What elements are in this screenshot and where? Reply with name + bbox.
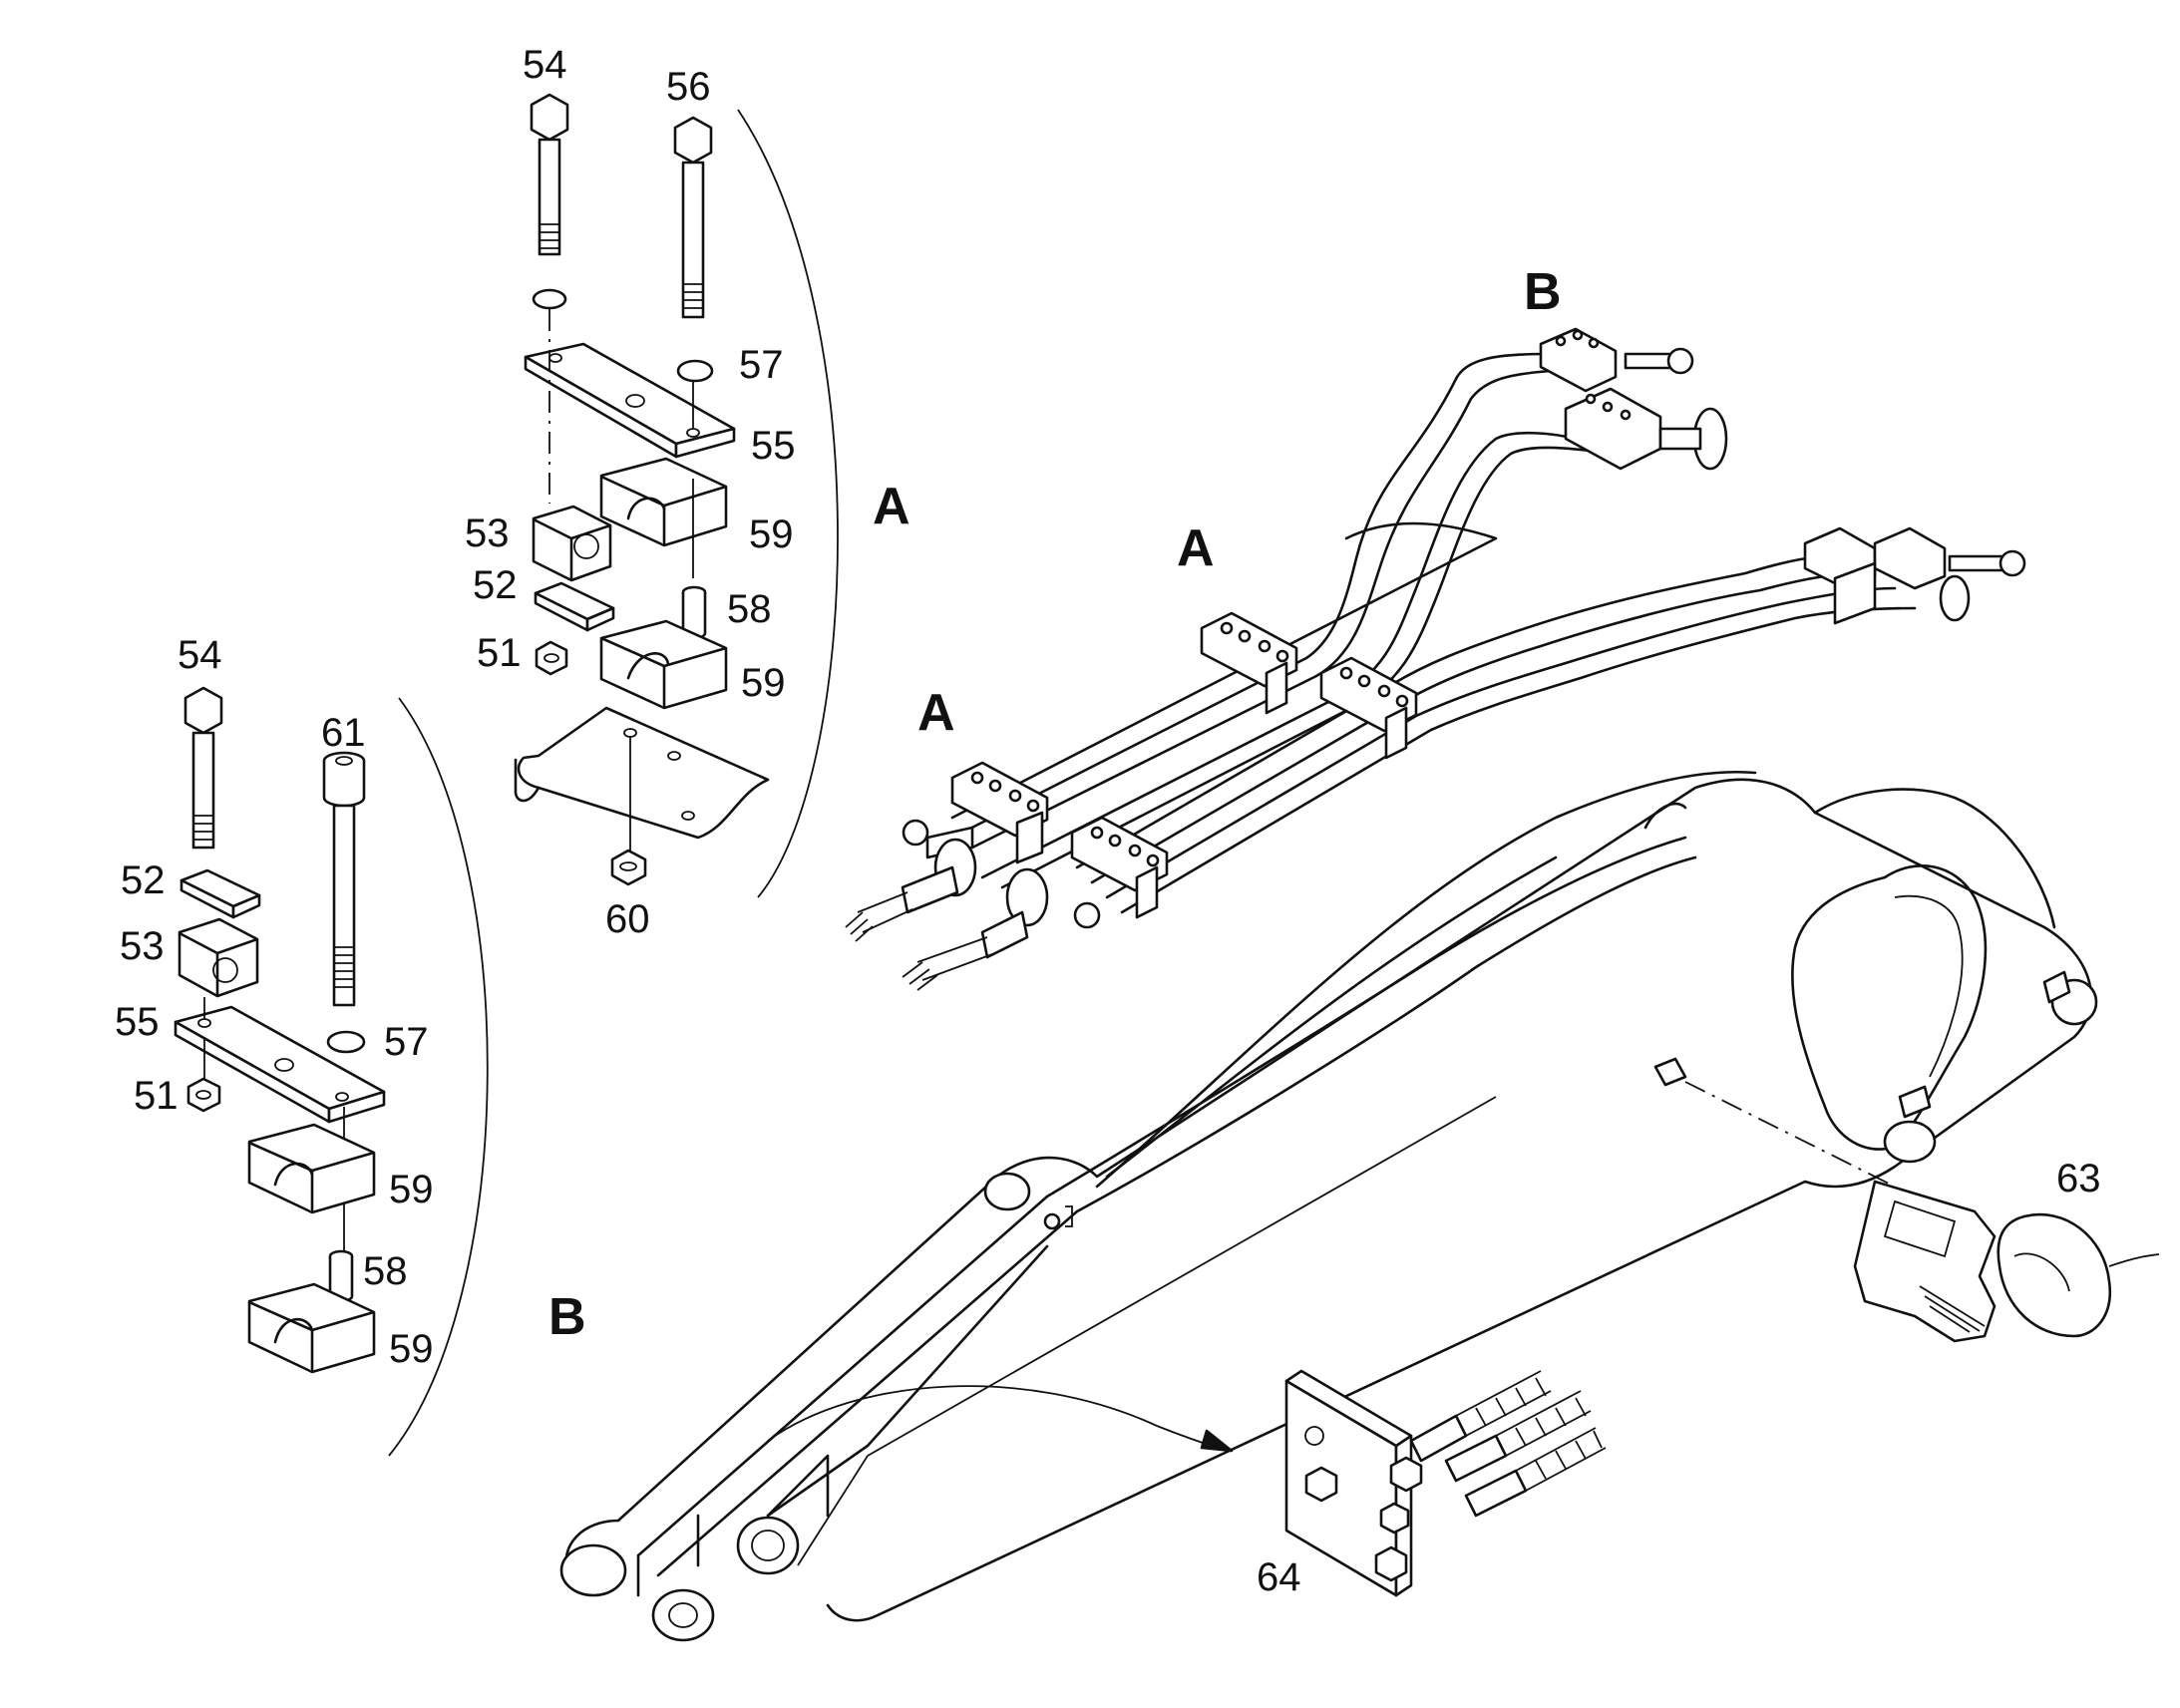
pipe-end-fittings-b (1539, 327, 1728, 471)
pipe-lower (1075, 554, 1887, 869)
view-letter-a-upper-clamp: A (1177, 519, 1215, 577)
washer-57-detail-a (676, 359, 714, 383)
bolt-54-detail-b (183, 686, 223, 850)
mounting-plate-64 (1284, 1369, 1607, 1597)
callout-55-detail-a: 55 (751, 424, 796, 468)
callout-56-detail-a: 56 (666, 65, 711, 109)
hydraulic-pipe-assembly (845, 327, 2026, 991)
callout-60-detail-a: 60 (605, 897, 650, 941)
excavator-boom (559, 770, 2098, 1642)
callout-54-detail-a: 54 (523, 43, 567, 87)
callout-61-detail-b: 61 (321, 711, 366, 755)
pipe-upper-left (950, 352, 1558, 840)
pipe-clamp-a-upper (1200, 611, 1298, 715)
pipe-clamp-a-lower (1319, 656, 1418, 760)
callout-63-sensor: 63 (2056, 1157, 2101, 1200)
callout-59-lower-detail-b: 59 (389, 1327, 434, 1371)
view-letter-a-lower-clamp: A (917, 684, 955, 742)
nut-51-detail-b (186, 1077, 221, 1113)
callout-labels: 54 56 57 55 53 59 52 58 51 59 60 54 61 5… (115, 43, 2101, 1599)
callout-59-lower-detail-a: 59 (741, 661, 786, 705)
detail-b-assembly (174, 686, 489, 1457)
view-letter-b-fittings: B (1524, 263, 1562, 321)
clamp-half-59-lower-detail-b (247, 1282, 376, 1374)
callout-59-upper-detail-b: 59 (389, 1168, 434, 1211)
callout-59-upper-detail-a: 59 (749, 512, 794, 556)
pipe-end-fittings-right (1803, 526, 2026, 625)
callout-58-detail-b: 58 (363, 1249, 408, 1293)
sensor-63-assembly (1853, 1180, 2160, 1343)
plate-52-detail-b (180, 868, 261, 919)
callout-51-detail-a: 51 (477, 631, 522, 675)
view-letter-a-detail: A (873, 478, 910, 535)
clamp-half-59-lower-detail-a (599, 619, 728, 710)
bolt-61-detail-b (322, 751, 366, 1007)
detail-b-boundary-arc (388, 697, 489, 1457)
callout-64-plate: 64 (1257, 1555, 1301, 1599)
sensor-axis-line (1684, 1081, 1896, 1188)
clamp-block-53-detail-a (532, 505, 612, 582)
bolt-54-detail-a (530, 93, 569, 256)
detail-a-boundary-arc (737, 109, 839, 898)
clamp-half-59-upper-detail-a (599, 457, 728, 547)
pipe-clamp-right-end (1070, 816, 1169, 919)
routing-arrow (767, 1385, 1158, 1442)
plate-55-detail-b (174, 1005, 386, 1124)
nut-60-detail-a (610, 849, 647, 886)
callout-53-detail-a: 53 (465, 512, 510, 555)
hose-connectors-left (845, 819, 1101, 991)
callout-55-detail-b: 55 (115, 1000, 160, 1044)
mounting-bracket-detail-a (514, 706, 770, 840)
view-letter-b-detail: B (548, 1288, 586, 1346)
callout-58-detail-a: 58 (727, 587, 772, 631)
callout-53-detail-b: 53 (120, 924, 165, 968)
clamp-block-53-detail-b (178, 917, 259, 998)
detail-a-assembly (514, 93, 839, 898)
callout-51-detail-b: 51 (134, 1074, 179, 1118)
plate-52-detail-a (534, 581, 615, 632)
callout-52-detail-b: 52 (121, 858, 166, 902)
callout-54-detail-b: 54 (178, 633, 222, 677)
spacer-58-detail-a (681, 585, 707, 640)
washer-57-detail-b (326, 1030, 366, 1054)
view-letters: A A A B B (548, 263, 1562, 1346)
callout-57-detail-a: 57 (739, 343, 784, 387)
callout-57-detail-b: 57 (384, 1020, 429, 1064)
clamp-half-59-upper-detail-b (247, 1123, 376, 1214)
bolt-56-detail-a (673, 116, 713, 319)
washer-detail-a (532, 288, 567, 310)
nut-51-detail-a (535, 640, 568, 676)
callout-52-detail-a: 52 (473, 563, 518, 607)
plate-64-hoses (1409, 1370, 1607, 1518)
pipe-clamp-left-end (950, 761, 1049, 864)
plate-55-detail-a (524, 342, 736, 459)
